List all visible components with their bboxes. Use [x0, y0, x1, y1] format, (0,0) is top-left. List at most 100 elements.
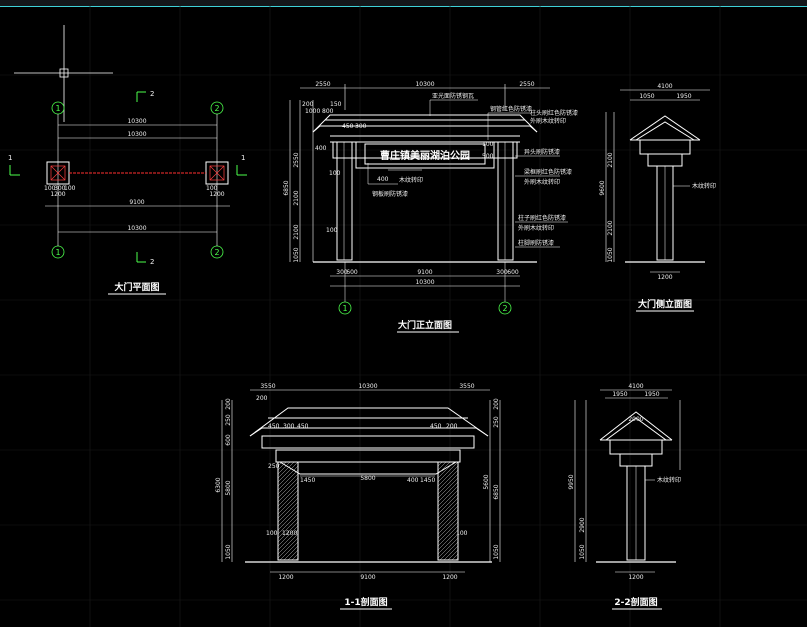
sec1-dim-v: 6300 [215, 477, 222, 492]
front-dim-bot-left2: 600 [346, 269, 358, 276]
front-dim-bot-right2: 600 [507, 269, 519, 276]
plan-dim-left: 1200 [50, 191, 65, 198]
plan-section-mark-1 [9, 165, 247, 176]
side-dim-v: 2100 [607, 220, 614, 235]
sec1-dim-bot-right: 1200 [442, 574, 457, 581]
sec1-dim-small: 450 [297, 423, 309, 430]
front-dim-v: 2550 [293, 152, 300, 167]
sec1-dim-small: 1450 [420, 477, 435, 484]
side-dim-bottom: 1200 [657, 274, 672, 281]
sec1-dim-small: 1450 [300, 477, 315, 484]
plan-dim-bottom: 10300 [127, 225, 146, 232]
front-note: 柱子刷红色防锈漆 [518, 214, 566, 222]
sec1-dim-v: 1050 [493, 544, 500, 559]
axis-label: 2 [214, 104, 219, 113]
sec1-dim-small: 100 [266, 530, 278, 537]
sec2-dim-top-left: 1950 [612, 391, 627, 398]
section-mark-label: 1 [8, 154, 12, 162]
front-dim-v: 1050 [293, 247, 300, 262]
front-dim-small: 200 [302, 101, 314, 108]
plan-dim-sub: 100 [64, 185, 76, 192]
front-title: 大门正立面图 [398, 319, 452, 331]
plan-dim-sub: 100 [206, 185, 218, 192]
front-note: 外刷木纹转印 [524, 178, 560, 186]
front-note: 柱头刷红色防锈漆 [530, 109, 578, 117]
sec1-dim-v: 600 [225, 434, 232, 446]
side-roof [629, 115, 701, 167]
sec1-dim-bot-mid: 9100 [360, 574, 375, 581]
side-dim-v: 1050 [607, 247, 614, 262]
section-mark-label: 2 [150, 258, 154, 266]
plan-dim-top-1: 10300 [127, 118, 146, 125]
front-leaders [367, 99, 568, 248]
sec1-dim-small: 300 [283, 423, 295, 430]
front-column-right [493, 141, 518, 261]
plan-axis-2-top: 2 [210, 101, 224, 115]
sec2-roof [599, 411, 673, 467]
sec1-beam [275, 449, 461, 475]
front-dim-top-right: 2550 [519, 81, 534, 88]
front-dim-bot-mid: 9100 [417, 269, 432, 276]
sec1-dim-small: 200 [446, 423, 458, 430]
sec1-dim-small: 450 [268, 423, 280, 430]
sec1-dim-small: 250 [268, 463, 280, 470]
sec1-dim-v: 200 [225, 398, 232, 410]
front-dim-small: 100 [326, 227, 338, 234]
front-dim-v: 2100 [293, 224, 300, 239]
front-dim-top-mid: 10300 [415, 81, 434, 88]
sec2-dim-v: 2900 [579, 517, 586, 532]
section-mark-label: 1 [241, 154, 245, 162]
front-dim-small: 800 [322, 108, 334, 115]
sec1-column-left [277, 461, 299, 561]
sec1-dim-small: 100 [456, 530, 468, 537]
front-roof [312, 114, 538, 143]
side-dim-top: 4100 [657, 83, 672, 90]
front-note: 外刷木纹转印 [518, 224, 554, 232]
front-dim-small: 1000 [305, 108, 320, 115]
sec1-dim-small: 400 [407, 477, 419, 484]
front-dim-small: 400 [315, 145, 327, 152]
sec1-dim-inner: 5800 [360, 475, 375, 482]
front-dim-height: 6850 [283, 180, 290, 195]
sec1-dim-v: 200 [493, 398, 500, 410]
side-dim-v: 9600 [599, 180, 606, 195]
front-dim-small: 100 [482, 141, 494, 148]
sec1-dim-small: 200 [256, 395, 268, 402]
sec1-dim-top-left: 3550 [260, 383, 275, 390]
front-beam [355, 143, 495, 169]
crosshair-cursor-icon[interactable] [14, 25, 113, 122]
section-1-1: 3550 10300 3550 1200 9100 1200 5800 6300… [215, 383, 501, 610]
front-dimension-lines [289, 84, 550, 287]
front-note: 钢管红色防锈漆 [490, 105, 532, 113]
plan-dim-mid: 9100 [129, 199, 144, 206]
front-dim-small: 150 [330, 101, 342, 108]
front-elevation: 2550 10300 2550 300 600 9100 300 600 103… [283, 81, 578, 333]
plan-section-mark-2 [136, 91, 146, 263]
front-axis-2: 2 [498, 262, 512, 315]
sec1-dim-top-right: 3550 [459, 383, 474, 390]
section-mark-label: 2 [150, 90, 154, 98]
front-dim-v: 2100 [293, 190, 300, 205]
sec1-dimension-lines [221, 389, 501, 573]
side-dim-top-left: 1050 [639, 93, 654, 100]
plan-dim-right: 1200 [209, 191, 224, 198]
plan-dim-sub: 300 [54, 185, 66, 192]
sec2-note: 木纹转印 [657, 476, 681, 484]
plan-column-left [46, 161, 70, 185]
front-note: 木纹转印 [399, 176, 423, 184]
side-title: 大门侧立面图 [638, 298, 692, 310]
sec2-dim-bottom: 1200 [628, 574, 643, 581]
sec1-dim-v: 6850 [493, 484, 500, 499]
sec1-dim-bot-left: 1200 [278, 574, 293, 581]
front-dim-small: 100 [329, 170, 341, 177]
front-dim-top-left: 2550 [315, 81, 330, 88]
side-column [656, 165, 674, 261]
front-dim-small: 500 [482, 153, 494, 160]
sec2-column [626, 465, 646, 561]
side-dimension-lines [605, 89, 710, 273]
sec1-column-right [437, 461, 459, 561]
sec1-dim-v: 5800 [225, 480, 232, 495]
front-sign-text: 曹庄镇美丽湖泊公园 [380, 149, 470, 162]
